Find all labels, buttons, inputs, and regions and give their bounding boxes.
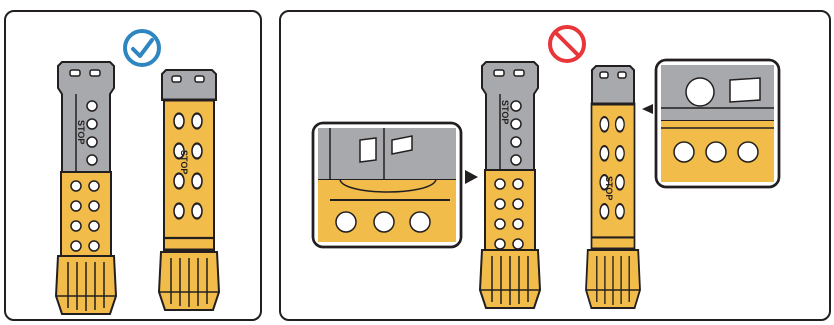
stop-marking: STOP xyxy=(76,120,86,144)
pointer-arrow-icon xyxy=(465,170,478,184)
detail-zoom-left xyxy=(313,123,461,247)
connector-incorrect-1: STOP xyxy=(480,62,540,308)
connector-incorrect-2: STOP xyxy=(586,66,640,308)
connector-correct-1: STOP xyxy=(56,62,116,314)
connector-correct-2: STOP xyxy=(159,70,219,310)
check-circle-icon xyxy=(125,31,159,65)
prohibited-icon xyxy=(550,27,584,61)
stop-marking: STOP xyxy=(179,150,189,174)
stop-marking: STOP xyxy=(604,176,614,200)
detail-zoom-right xyxy=(656,60,779,187)
pointer-arrow-icon xyxy=(642,104,653,114)
stop-marking: STOP xyxy=(500,100,510,124)
